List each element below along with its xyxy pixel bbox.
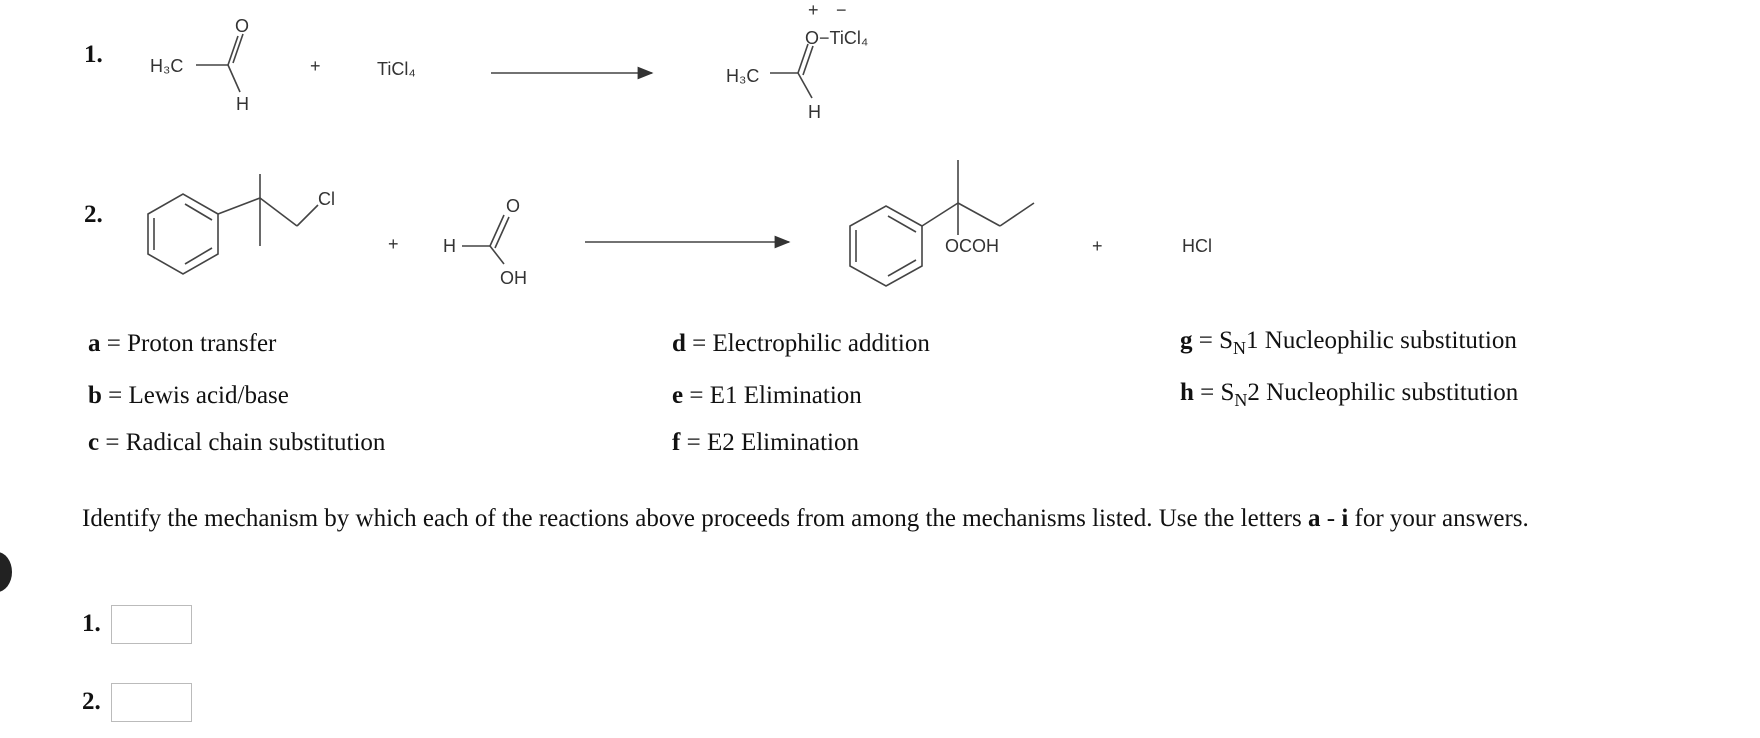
mechanism-text: E2 Elimination [706, 429, 860, 456]
equals: = [680, 429, 707, 456]
mechanism-text: Electrophilic addition [712, 330, 930, 357]
instructions-text-end: for your answers. [1348, 505, 1529, 532]
letter-range-start: a [1308, 505, 1321, 532]
ticl4-label: TiCl₄ [377, 59, 416, 79]
mechanism-text: Lewis acid/base [128, 382, 289, 409]
mechanism-letter: a [88, 330, 101, 357]
mechanism-text: E1 Elimination [709, 382, 862, 409]
mechanism-letter: b [88, 382, 102, 409]
mechanism-prefix: S [1219, 327, 1234, 354]
mechanism-letter: f [672, 429, 681, 456]
mechanism-f: f = E2 Elimination [672, 429, 859, 457]
ester-group-label: OCOH [945, 236, 999, 256]
mechanism-subscript: N [1234, 390, 1248, 410]
reaction-1-number: 1. [84, 41, 103, 68]
mechanism-c: c = Radical chain substitution [88, 429, 385, 457]
side-tab-handle[interactable] [0, 552, 12, 592]
mechanism-text: Radical chain substitution [125, 429, 386, 456]
reaction-scheme: 1. H₃C O H + TiCl₄ H₃C O−TiCl₄ + − H 2. … [84, 0, 1212, 288]
instructions-text: Identify the mechanism by which each of … [82, 505, 1308, 532]
answer-1-input[interactable] [111, 605, 192, 644]
equals: = [101, 382, 129, 409]
answer-1-label: 1. [82, 610, 101, 637]
mechanism-b: b = Lewis acid/base [88, 382, 289, 410]
equals: = [683, 382, 710, 409]
letter-range-end: i [1341, 505, 1349, 532]
reactant-oxygen-label: O [235, 16, 249, 36]
product-methyl-label: H₃C [726, 66, 759, 86]
mechanism-subscript: N [1233, 338, 1247, 358]
equals: = [99, 429, 126, 456]
plus-sign: + [310, 56, 321, 76]
answer-2-label: 2. [82, 688, 101, 715]
product-oxygen-ticl4-label: O−TiCl₄ [805, 28, 868, 48]
instructions: Identify the mechanism by which each of … [82, 500, 1752, 537]
mechanism-letter: h [1180, 379, 1194, 406]
answer-2-input[interactable] [111, 683, 192, 722]
mechanism-d: d = Electrophilic addition [672, 330, 930, 358]
mechanism-text: 1 Nucleophilic substitution [1246, 327, 1517, 354]
formic-oxygen-label: O [506, 196, 520, 216]
formic-hydrogen-label: H [443, 236, 456, 256]
formic-hydroxyl-label: OH [500, 268, 527, 288]
dash: - [1320, 505, 1342, 532]
mechanism-e: e = E1 Elimination [672, 382, 862, 410]
mechanism-letter: e [672, 382, 684, 409]
mechanism-letter: g [1180, 327, 1193, 354]
hcl-label: HCl [1182, 236, 1212, 256]
mechanism-h: h = SN2 Nucleophilic substitution [1180, 379, 1518, 411]
mechanism-text: Proton transfer [127, 330, 277, 357]
plus-sign: + [388, 234, 399, 254]
reactant-methyl-label: H₃C [150, 56, 183, 76]
reaction-2-number: 2. [84, 201, 103, 228]
equals: = [100, 330, 128, 357]
mechanism-letter: c [88, 429, 100, 456]
mechanism-letter: d [672, 330, 686, 357]
chlorine-label: Cl [318, 189, 335, 209]
reactant-hydrogen-label: H [236, 94, 249, 114]
mechanism-text: 2 Nucleophilic substitution [1247, 379, 1519, 406]
mechanism-a: a = Proton transfer [88, 330, 276, 358]
positive-charge: + [808, 0, 819, 20]
mechanism-prefix: S [1220, 379, 1235, 406]
mechanism-g: g = SN1 Nucleophilic substitution [1180, 327, 1517, 359]
plus-sign: + [1092, 236, 1103, 256]
product-hydrogen-label: H [808, 102, 821, 122]
equals: = [1192, 327, 1220, 354]
equals: = [1193, 379, 1221, 406]
equals: = [685, 330, 713, 357]
negative-charge: − [836, 0, 847, 20]
